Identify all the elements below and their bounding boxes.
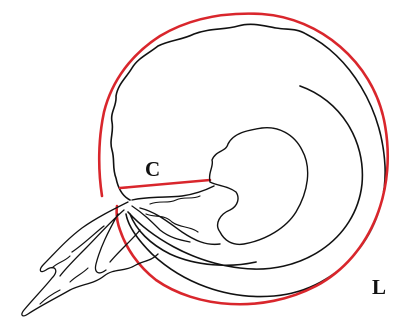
label-l: L bbox=[372, 275, 386, 299]
label-c: C bbox=[145, 157, 160, 181]
